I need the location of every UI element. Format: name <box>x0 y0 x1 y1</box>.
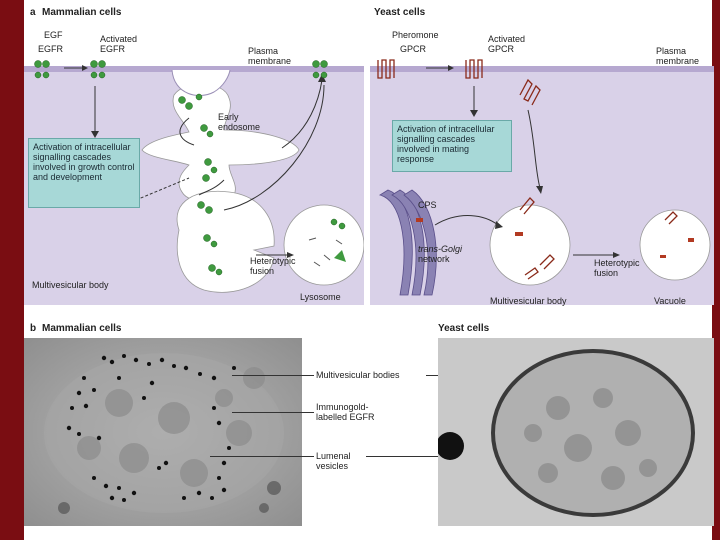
label-immunogold-line1: Immunogold- <box>316 402 369 412</box>
plasma-membrane-label-line1: Plasma <box>248 46 279 56</box>
yeast-multivesicular-body-label: Multivesicular body <box>490 296 567 306</box>
panel-a-mammalian-title: Mammalian cells <box>42 7 122 18</box>
label-immunogold-line2: labelled EGFR <box>316 412 375 422</box>
label-multivesicular-bodies: Multivesicular bodies <box>316 370 400 380</box>
trans-golgi-label-line1: trans-Golgi <box>418 244 463 254</box>
left-border <box>0 0 24 540</box>
panel-a-letter: a <box>30 7 36 18</box>
gpcr-label: GPCR <box>400 44 427 54</box>
panel-b-yeast-title: Yeast cells <box>438 323 490 334</box>
yeast-signalling-box: Activation of intracellular signalling c… <box>392 120 512 172</box>
label-lumenal-line1: Lumenal <box>316 451 351 461</box>
activated-gpcr-label-line2: GPCR <box>488 44 515 54</box>
egf-label: EGF <box>44 30 63 40</box>
panel-a-yeast-title: Yeast cells <box>374 7 426 18</box>
panel-b-mammalian-title: Mammalian cells <box>42 323 122 334</box>
leader-line-lumenal-yeast <box>366 456 456 457</box>
mammalian-micrograph <box>24 338 302 526</box>
heterotypic-fusion-label-line1: Heterotypic <box>250 256 296 266</box>
lysosome-label: Lysosome <box>300 292 341 302</box>
leader-line-mvb <box>232 375 314 376</box>
trans-golgi-label-line2: network <box>418 254 450 264</box>
yeast-micrograph <box>438 338 714 526</box>
early-endosome-label-line2: endosome <box>218 122 261 132</box>
yeast-diagram <box>370 59 714 305</box>
right-border <box>712 0 720 540</box>
early-endosome-label-line1: Early <box>218 112 239 122</box>
panel-b-letter: b <box>30 323 37 334</box>
yeast-plasma-membrane-label-line1: Plasma <box>656 46 687 56</box>
vacuole-label: Vacuole <box>654 296 686 306</box>
cps-label: CPS <box>418 200 437 210</box>
leader-line-immunogold <box>232 412 314 413</box>
heterotypic-fusion-label-line2: fusion <box>250 266 275 276</box>
yeast-heterotypic-fusion-label-line1: Heterotypic <box>594 258 640 268</box>
yeast-heterotypic-fusion-label-line2: fusion <box>594 268 619 278</box>
label-lumenal-line2: vesicles <box>316 461 349 471</box>
egfr-label: EGFR <box>38 44 64 54</box>
yeast-plasma-membrane-label-line2: membrane <box>656 56 700 66</box>
panel-a-yeast <box>370 0 714 305</box>
mammalian-signalling-box: Activation of intracellular signalling c… <box>28 138 140 208</box>
pheromone-label: Pheromone <box>392 30 439 40</box>
activated-gpcr-label-line1: Activated <box>488 34 526 44</box>
leader-line-lumenal <box>210 456 314 457</box>
multivesicular-body-label: Multivesicular body <box>32 280 109 290</box>
activated-egfr-label-line1: Activated <box>100 34 138 44</box>
plasma-membrane-label-line2: membrane <box>248 56 292 66</box>
activated-egfr-label-line2: EGFR <box>100 44 126 54</box>
